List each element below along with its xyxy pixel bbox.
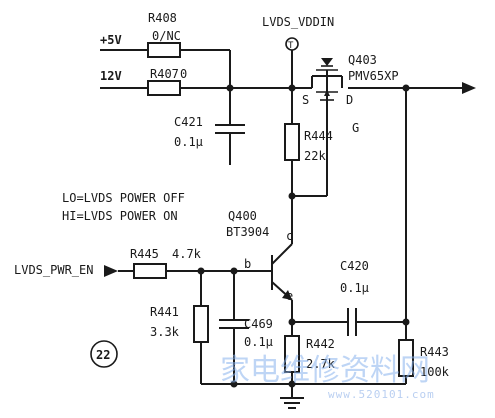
c420-value: 0.1μ <box>340 281 369 295</box>
q403-ref: Q403 <box>348 53 377 67</box>
r441-resistor <box>193 305 209 343</box>
r445-ref: R445 <box>130 247 159 261</box>
input-signal-label: LVDS_PWR_EN <box>14 263 93 277</box>
r407-ref: R407 <box>150 67 179 81</box>
c420-ref: C420 <box>340 259 369 273</box>
q400-pin-c: c <box>286 229 293 243</box>
r441-ref: R441 <box>150 305 179 319</box>
test-point-letter: T <box>288 41 294 51</box>
r443-value: 100k <box>420 365 450 379</box>
r445-value: 4.7k <box>172 247 202 261</box>
output-arrow <box>462 82 476 94</box>
test-point: T <box>285 37 299 51</box>
r408-resistor <box>147 42 181 58</box>
junction-dot <box>230 380 238 388</box>
r442-ref: R442 <box>306 337 335 351</box>
watermark-url: www.520101.com <box>328 388 435 401</box>
q403-pin-g: G <box>352 121 359 135</box>
q400-pin-b: b <box>244 257 251 271</box>
c421-capacitor <box>215 88 245 165</box>
q403-mosfet <box>311 58 343 101</box>
ground-symbol <box>280 384 304 409</box>
r441-value: 3.3k <box>150 325 180 339</box>
r407-value: 0 <box>180 67 187 81</box>
c420-capacitor <box>347 308 357 336</box>
r445-resistor <box>133 263 167 279</box>
q400-pin-e: e <box>286 289 293 303</box>
rail-name-label: LVDS_VDDIN <box>262 15 334 29</box>
plus5v-label: +5V <box>100 33 122 47</box>
c469-ref: C469 <box>244 317 273 331</box>
c469-value: 0.1μ <box>244 335 273 349</box>
input-arrow <box>104 265 118 277</box>
q403-pin-s: S <box>302 93 309 107</box>
figure-number-badge: 22 <box>90 340 118 368</box>
junction-dot <box>288 192 296 200</box>
watermark-text: 家电维修资料网 <box>220 353 430 388</box>
note-line1: LO=LVDS POWER OFF <box>62 191 185 205</box>
q403-pin-d: D <box>346 93 353 107</box>
c469-capacitor <box>219 271 249 384</box>
q403-part: PMV65XP <box>348 69 399 83</box>
c421-value: 0.1μ <box>174 135 203 149</box>
r408-ref: R408 <box>148 11 177 25</box>
q400-part: BT3904 <box>226 225 269 239</box>
r408-value: 0/NC <box>152 29 181 43</box>
r407-resistor <box>147 80 181 96</box>
r444-value: 22k <box>304 149 326 163</box>
c421-ref: C421 <box>174 115 203 129</box>
r444-resistor <box>284 123 300 161</box>
q400-ref: Q400 <box>228 209 257 223</box>
junction-dot <box>402 318 410 326</box>
r444-ref: R444 <box>304 129 333 143</box>
figure-number: 22 <box>96 348 110 362</box>
q400-transistor <box>271 243 293 301</box>
r443-ref: R443 <box>420 345 449 359</box>
r442-value: 2.7k <box>306 357 336 371</box>
v12-label: 12V <box>100 69 122 83</box>
note-line2: HI=LVDS POWER ON <box>62 209 178 223</box>
